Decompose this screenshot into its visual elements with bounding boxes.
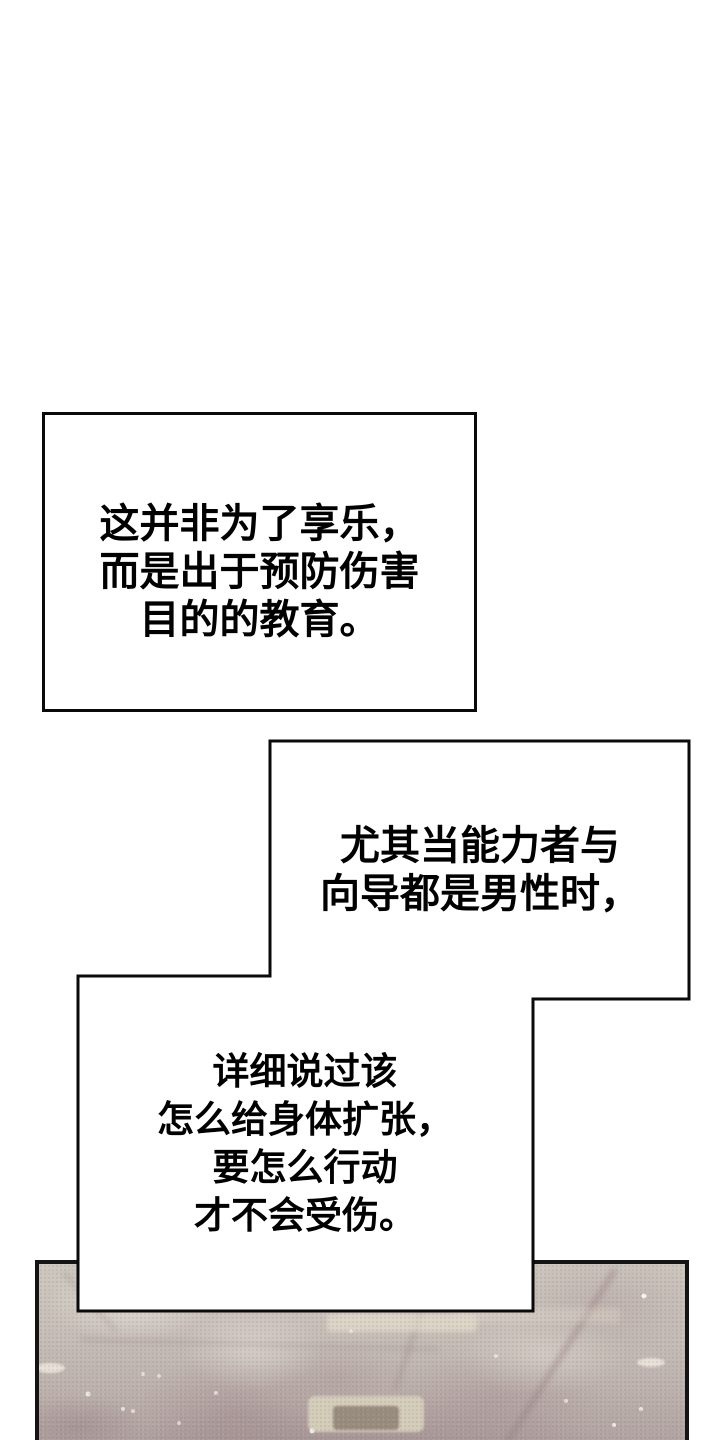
bubble2-line-2: 向导都是男性时， [320,871,640,917]
ceiling-light-fixture-core [333,1406,399,1430]
speech-bubble-1: 这并非为了享乐， 而是出于预防伤害 目的的教育。 [42,412,477,712]
bubble3-line-3: 要怎么行动 [212,1145,398,1189]
bubble1-line-3: 目的的教育。 [139,597,380,643]
bubble3-line-4: 才不会受伤。 [194,1193,416,1237]
panel-light-band [327,1314,477,1332]
bubble1-line-2: 而是出于预防伤害 [99,549,420,595]
bubble1-line-1: 这并非为了享乐， [99,501,420,547]
bubble2-line-1: 尤其当能力者与 [340,823,620,869]
bubble3-line-1: 详细说过该 [212,1049,398,1093]
speech-bubble-3: 详细说过该 怎么给身体扩张， 要怎么行动 才不会受伤。 [77,975,533,1312]
bubble3-line-2: 怎么给身体扩张， [157,1097,453,1141]
panel-highlight-glint [637,1358,665,1367]
speech-bubble-2: 尤其当能力者与 向导都是男性时， [270,740,690,1000]
panel-highlight-glint [39,1363,65,1373]
